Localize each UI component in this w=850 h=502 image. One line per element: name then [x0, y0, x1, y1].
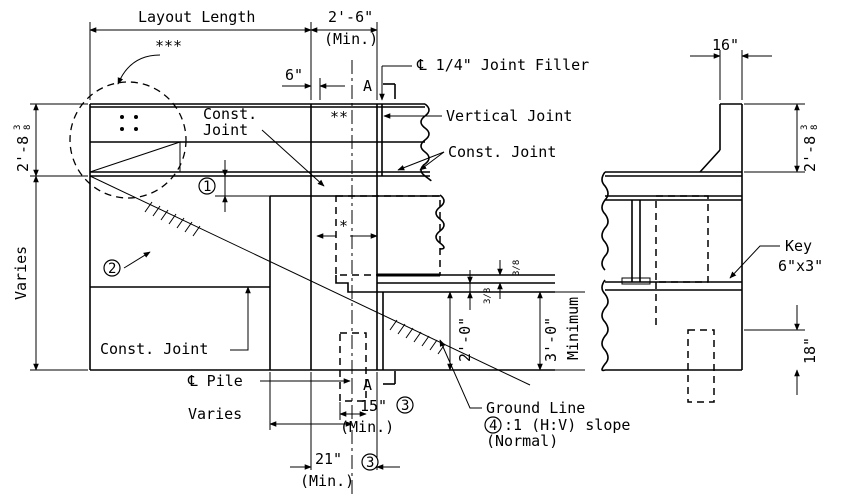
double-star-note: **	[330, 108, 348, 126]
twentyone-inch-label: 21"	[315, 450, 342, 468]
joint-filler-label: ℄ 1/4" Joint Filler	[416, 56, 589, 74]
triple-star-note: ***	[155, 37, 182, 55]
varies-horizontal-label: Varies	[188, 405, 242, 423]
six-inch-label: 6"	[285, 66, 303, 84]
dowel-dots	[120, 115, 138, 131]
key-label: Key	[785, 237, 812, 255]
note-2: 2	[108, 261, 116, 277]
const-joint-label-b: Joint	[203, 121, 248, 139]
fifteen-min-label: (Min.)	[340, 418, 394, 436]
minimum-label: Minimum	[564, 297, 582, 360]
const-joint-lower-label: Const. Joint	[100, 340, 208, 358]
elevation-view: Layout Length 2'-6" (Min.) 6" ℄ 1/4" Joi…	[12, 8, 630, 495]
svg-text:2'-8: 2'-8	[14, 136, 32, 172]
slope-label: :1 (H:V) slope	[504, 416, 630, 434]
single-star-note: *	[339, 217, 348, 235]
section-view: 16" 2'-8 3 8 Key 6"x3" 18"	[601, 36, 823, 403]
svg-text:8: 8	[23, 125, 33, 130]
note-1: 1	[203, 179, 211, 195]
varies-vertical-label: Varies	[12, 246, 30, 300]
key-size-label: 6"x3"	[778, 257, 823, 275]
svg-text:3: 3	[800, 125, 810, 130]
sixteen-inch-label: 16"	[712, 36, 739, 54]
vertical-joint-label: Vertical Joint	[446, 107, 572, 125]
svg-text:2'-8: 2'-8	[801, 136, 819, 172]
column-min-label: (Min.)	[324, 30, 378, 48]
three-zero-label: 3'-0"	[542, 317, 560, 362]
normal-label: (Normal)	[486, 432, 558, 450]
note-4: 4	[489, 418, 497, 434]
svg-text:8: 8	[810, 125, 820, 130]
three-eighths-a: 3/8	[512, 260, 522, 276]
note-3-a: 3	[401, 398, 409, 414]
eighteen-inch-label: 18"	[801, 337, 819, 364]
cl-pile-label: ℄ Pile	[187, 372, 243, 390]
const-joint-label-a: Const.	[203, 105, 257, 123]
const-joint-right-label: Const. Joint	[448, 143, 556, 161]
two-zero-label: 2'-0"	[456, 317, 474, 362]
section-a-top: A	[363, 77, 372, 95]
twentyone-min-label: (Min.)	[300, 472, 354, 490]
left-height-dim: 2'-8 3 8	[13, 125, 33, 172]
section-a-bottom: A	[363, 376, 372, 394]
layout-length-label: Layout Length	[138, 8, 255, 26]
three-eighths-b: 3/8	[483, 288, 493, 304]
right-height-dim: 2'-8 3 8	[800, 125, 820, 172]
column-width-label: 2'-6"	[328, 8, 373, 26]
svg-text:3: 3	[13, 125, 23, 130]
note-3-b: 3	[366, 455, 374, 471]
ground-line-label: Ground Line	[486, 399, 585, 417]
fifteen-inch-label: 15"	[360, 397, 387, 415]
